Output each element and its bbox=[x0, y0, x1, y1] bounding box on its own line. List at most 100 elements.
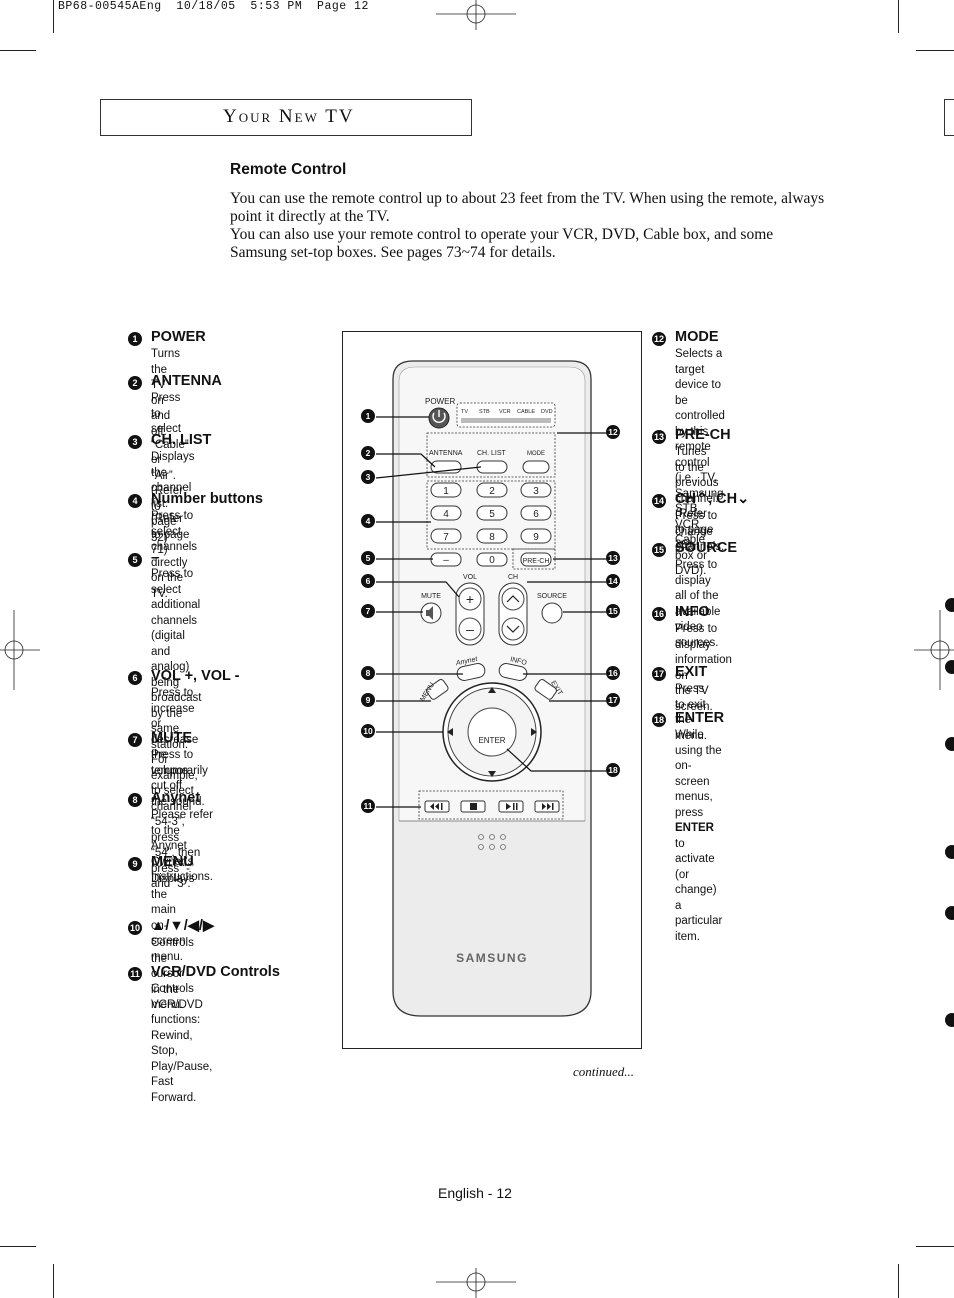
callout-number: 2 bbox=[128, 376, 142, 390]
item-description: Press to display information on the TV s… bbox=[675, 623, 732, 713]
callout-number: 5 bbox=[128, 553, 142, 567]
item-description: Press to temporarily cut off the sound. bbox=[151, 749, 208, 808]
item-name: INFO bbox=[675, 604, 710, 620]
item-description: Tunes to the previous channel. (Refer to… bbox=[675, 446, 719, 551]
item-name: Anynet bbox=[151, 790, 201, 806]
callout-16: 16 bbox=[606, 666, 620, 680]
item-name: CH⌃, CH⌄ bbox=[675, 491, 750, 507]
crop-mark bbox=[916, 50, 954, 51]
item-description: Press to select “Cable” or “Air”. (Refer… bbox=[151, 392, 189, 544]
number-key bbox=[476, 505, 508, 521]
item-name: PRE-CH bbox=[675, 427, 731, 443]
remote-label-ch-list: CH. LIST bbox=[477, 450, 507, 457]
callout-9: 9 bbox=[361, 693, 375, 707]
remote-label-source: SOURCE bbox=[537, 593, 567, 600]
remote-label-mode: MODE bbox=[527, 451, 545, 457]
chapter-header: Your New TV bbox=[100, 99, 472, 136]
callout-number: 11 bbox=[128, 967, 142, 981]
item-name: SOURCE bbox=[675, 540, 738, 556]
remote-label-info: INFO bbox=[509, 656, 527, 667]
callout-number: 8 bbox=[128, 793, 142, 807]
number-key-label: 8 bbox=[489, 532, 495, 543]
crop-mark bbox=[53, 0, 54, 33]
remote-brand-logo: SAMSUNG bbox=[456, 951, 528, 965]
remote-label-cable: CABLE bbox=[517, 409, 535, 415]
remote-label-dash: – bbox=[443, 555, 449, 566]
callout-18: 18 bbox=[606, 763, 620, 777]
item-name: EXIT bbox=[675, 664, 708, 680]
next-page-callout bbox=[945, 1013, 954, 1027]
item-name: POWER bbox=[151, 329, 206, 345]
item-name: Number buttons bbox=[151, 491, 263, 507]
callout-12: 12 bbox=[606, 425, 620, 439]
number-key-label: 3 bbox=[533, 486, 539, 497]
number-key-label: 6 bbox=[533, 509, 539, 520]
intro-paragraph: You can also use your remote control to … bbox=[230, 226, 774, 261]
callout-5: 5 bbox=[361, 551, 375, 565]
item-description: Selects a target device to be controlled… bbox=[675, 348, 725, 577]
item-description: Press to select additional channels (dig… bbox=[151, 568, 202, 890]
next-page-header-edge bbox=[944, 99, 954, 136]
item-name: ▲/▼/◀/▶ bbox=[151, 918, 215, 934]
page-footer: English - 12 bbox=[438, 1185, 512, 1201]
registration-mark bbox=[436, 0, 516, 30]
remote-control-illustration: + – bbox=[375, 360, 606, 1017]
callout-number: 13 bbox=[652, 430, 666, 444]
number-key bbox=[476, 528, 508, 544]
remote-label-anynet: Anynet bbox=[454, 656, 479, 668]
remote-label-antenna: ANTENNA bbox=[429, 450, 463, 457]
number-key bbox=[430, 528, 462, 544]
callout-10: 10 bbox=[361, 724, 375, 738]
svg-text:–: – bbox=[466, 621, 474, 637]
crop-mark bbox=[898, 1264, 899, 1298]
crop-mark bbox=[53, 1264, 54, 1298]
next-page-callout bbox=[945, 845, 954, 859]
number-key bbox=[430, 505, 462, 521]
remote-label-dvd: DVD bbox=[541, 409, 553, 415]
item-description: Displays the main on-screen menu. bbox=[151, 873, 195, 963]
next-page-callout bbox=[945, 906, 954, 920]
item-name: CH. LIST bbox=[151, 432, 212, 448]
callout-number: 6 bbox=[128, 671, 142, 685]
intro-text: You can use the remote control up to abo… bbox=[230, 190, 830, 262]
number-key-label: 5 bbox=[489, 509, 495, 520]
callout-14: 14 bbox=[606, 574, 620, 588]
item-name: VCR/DVD Controls bbox=[151, 964, 280, 980]
next-page-callout bbox=[945, 660, 954, 674]
number-key bbox=[430, 482, 462, 498]
crop-mark bbox=[898, 0, 899, 33]
continued-note: continued... bbox=[573, 1064, 635, 1079]
item-name: ENTER bbox=[675, 710, 725, 726]
remote-label-mute: MUTE bbox=[421, 593, 441, 600]
registration-mark bbox=[0, 610, 40, 690]
callout-15: 15 bbox=[606, 604, 620, 618]
callout-number: 12 bbox=[652, 332, 666, 346]
remote-label-power: POWER bbox=[425, 397, 455, 406]
number-key-label: 4 bbox=[443, 509, 449, 520]
next-page-callout bbox=[945, 737, 954, 751]
section-title: Remote Control bbox=[230, 161, 347, 178]
item-name: MODE bbox=[675, 329, 719, 345]
chapter-title: Your New TV bbox=[223, 106, 355, 127]
item-description: Controls the cursor in the menu. bbox=[151, 937, 194, 1011]
remote-label-vol: VOL bbox=[463, 574, 477, 581]
number-key bbox=[520, 482, 552, 498]
item-name: MENU bbox=[151, 854, 194, 870]
callout-number: 15 bbox=[652, 543, 666, 557]
item-description: Turns the TV on and off. bbox=[151, 348, 180, 438]
crop-mark bbox=[916, 1246, 954, 1247]
item-name: MUTE bbox=[151, 730, 193, 746]
item-description: Press to change channels. bbox=[675, 510, 725, 553]
crop-mark bbox=[0, 50, 36, 51]
number-key bbox=[520, 505, 552, 521]
callout-number: 1 bbox=[128, 332, 142, 346]
remote-label-tv: TV bbox=[461, 409, 468, 415]
callout-number: 4 bbox=[128, 494, 142, 508]
svg-text:+: + bbox=[466, 591, 474, 607]
callout-4: 4 bbox=[361, 514, 375, 528]
item-description: Controls VCR/DVD functions: Rewind, Stop… bbox=[151, 983, 213, 1104]
number-key-label: 1 bbox=[443, 486, 449, 497]
item-description: Press to exit the menu. bbox=[675, 683, 707, 742]
item-description: Press to select channels directly on the… bbox=[151, 510, 198, 600]
number-key bbox=[476, 482, 508, 498]
